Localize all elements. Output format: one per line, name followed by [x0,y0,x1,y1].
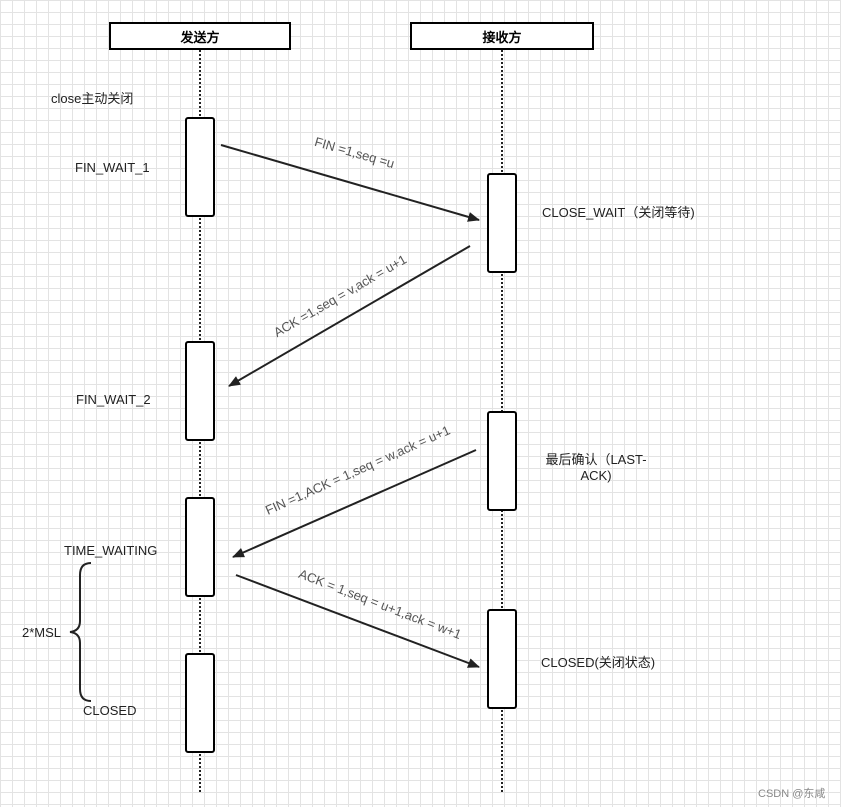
sender-state-initiate: close主动关闭 [51,91,134,106]
sender-state-fin-wait-2: FIN_WAIT_2 [76,392,151,407]
receiver-header: 接收方 [410,22,594,50]
sender-activation-2 [185,341,215,441]
receiver-activation-1 [487,173,517,273]
sender-activation-1 [185,117,215,217]
sender-state-time-waiting: TIME_WAITING [64,543,158,558]
receiver-activation-2 [487,411,517,511]
sender-header-label: 发送方 [180,29,220,45]
sender-activation-4 [185,653,215,753]
arrow-ack-2 [235,574,480,668]
msl-brace [69,562,92,702]
receiver-state-last-ack: 最后确认（LAST-ACK) [545,452,647,483]
sender-state-closed: CLOSED [83,703,137,718]
arrow-fin-2 [232,449,477,558]
receiver-activation-3 [487,609,517,709]
receiver-state-closed: CLOSED(关闭状态) [541,655,656,670]
sender-activation-3 [185,497,215,597]
arrow-fin-1 [220,144,480,222]
receiver-header-label: 接收方 [482,29,522,45]
watermark: CSDN @东咸 [758,788,826,800]
msl-duration-label: 2*MSL [22,625,62,640]
arrow-ack-1 [228,245,471,387]
sender-state-fin-wait-1: FIN_WAIT_1 [75,160,150,175]
sender-header: 发送方 [109,22,291,50]
receiver-state-close-wait: CLOSE_WAIT（关闭等待) [542,205,695,220]
